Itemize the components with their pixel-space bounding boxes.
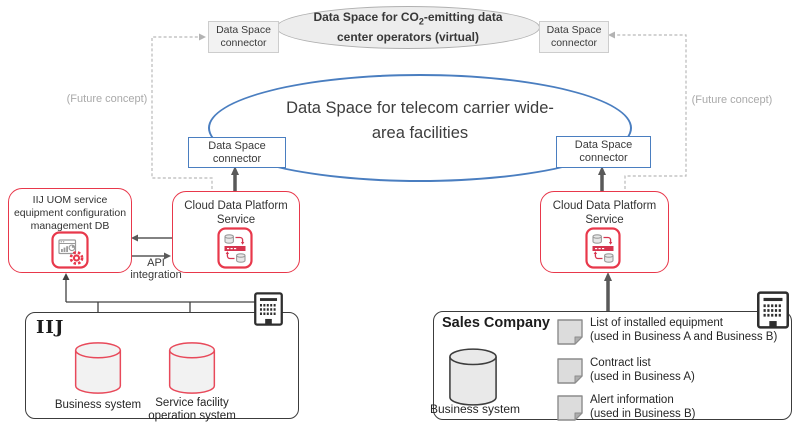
iij-service-facility-label: Service facility operation system bbox=[148, 397, 236, 422]
iij-business-system-label: Business system bbox=[54, 399, 142, 411]
future-concept-label-right: (Future concept) bbox=[691, 94, 773, 106]
dataspace-connector-gray-right: Data Space connector bbox=[539, 21, 609, 53]
office-building-icon bbox=[254, 292, 283, 326]
virtual-dataspace-ellipse: Data Space for CO2-emitting data center … bbox=[276, 6, 540, 49]
dashboard-gear-icon bbox=[51, 231, 89, 269]
virtual-dataspace-title: Data Space for CO2-emitting data center … bbox=[313, 10, 503, 44]
telecom-dataspace-title: Data Space for telecom carrier wide-area… bbox=[286, 99, 554, 142]
cloud-platform-title-right: Cloud Data Platform Service bbox=[552, 200, 657, 226]
document-icon bbox=[557, 358, 583, 384]
dataspace-connector-blue-left: Data Space connector bbox=[188, 137, 286, 168]
database-sync-icon bbox=[585, 227, 621, 269]
document-icon bbox=[557, 319, 583, 345]
dataspace-connector-gray-left: Data Space connector bbox=[208, 21, 279, 53]
iij-company-box bbox=[25, 312, 299, 419]
database-cylinder-icon bbox=[74, 342, 122, 394]
document-label: Alert information (used in Business B) bbox=[590, 394, 696, 420]
database-cylinder-icon bbox=[449, 348, 497, 406]
sales-company-title: Sales Company bbox=[442, 315, 550, 331]
document-label: Contract list (used in Business A) bbox=[590, 357, 695, 383]
document-label: List of installed equipment (used in Bus… bbox=[590, 317, 778, 343]
iij-logo: IIJ bbox=[36, 317, 65, 338]
sales-business-system-label: Business system bbox=[429, 402, 521, 416]
document-icon bbox=[557, 395, 583, 421]
database-sync-icon bbox=[217, 227, 253, 269]
office-building-icon bbox=[757, 291, 789, 329]
cloud-platform-title-left: Cloud Data Platform Service bbox=[184, 200, 288, 226]
uom-db-box: IIJ UOM service equipment configuration … bbox=[8, 188, 132, 273]
future-concept-label-left: (Future concept) bbox=[66, 93, 148, 105]
uom-db-title: IIJ UOM service equipment configuration … bbox=[13, 194, 127, 232]
database-cylinder-icon bbox=[168, 342, 216, 394]
dataspace-connector-blue-right: Data Space connector bbox=[556, 136, 651, 168]
api-integration-label: API integration bbox=[130, 257, 182, 281]
